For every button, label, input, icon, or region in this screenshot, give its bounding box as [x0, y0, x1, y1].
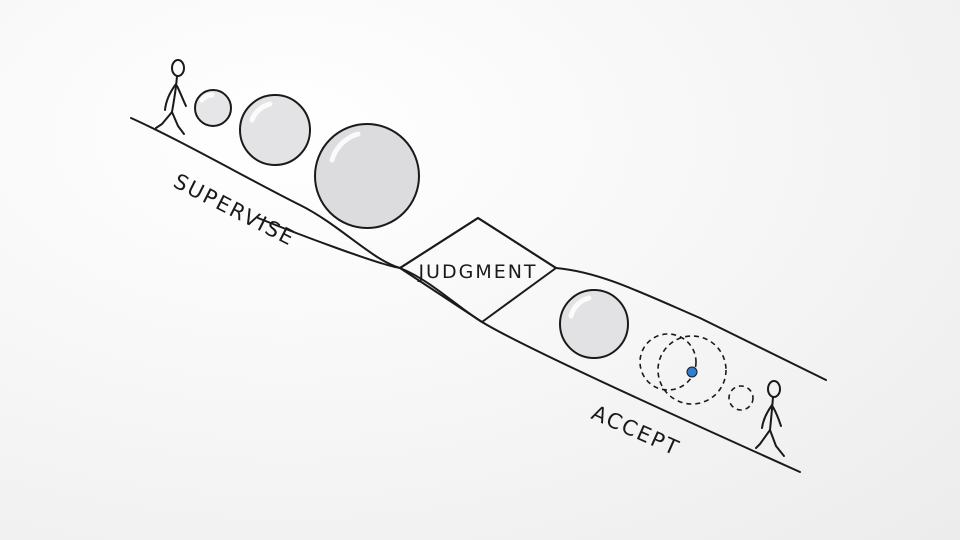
blue-marker-dot	[686, 366, 698, 378]
ball-medium	[239, 94, 311, 166]
accept-label: ACCEPT	[588, 401, 684, 461]
lower-slope-line	[257, 217, 801, 473]
judgment-label: JUDGMENT	[417, 261, 537, 283]
walking-person-icon	[755, 380, 785, 457]
ball-accept-highlight	[568, 295, 592, 319]
ball-small-highlight	[199, 92, 215, 103]
upper-slope-line	[130, 117, 827, 381]
supervise-label: SUPERVISE	[170, 169, 300, 251]
ball-accept-solid	[559, 289, 629, 359]
judgment-box	[399, 217, 557, 323]
ball-tiny-dashed	[728, 385, 754, 411]
walking-person-icon	[155, 59, 187, 135]
ball-medium-highlight	[249, 101, 273, 123]
ball-dashed-outline	[657, 335, 727, 405]
ball-large	[314, 123, 420, 229]
upper-balls	[194, 89, 420, 229]
ball-fading-ghost	[639, 333, 697, 391]
ball-large-highlight	[329, 131, 361, 163]
lower-balls	[559, 289, 754, 411]
